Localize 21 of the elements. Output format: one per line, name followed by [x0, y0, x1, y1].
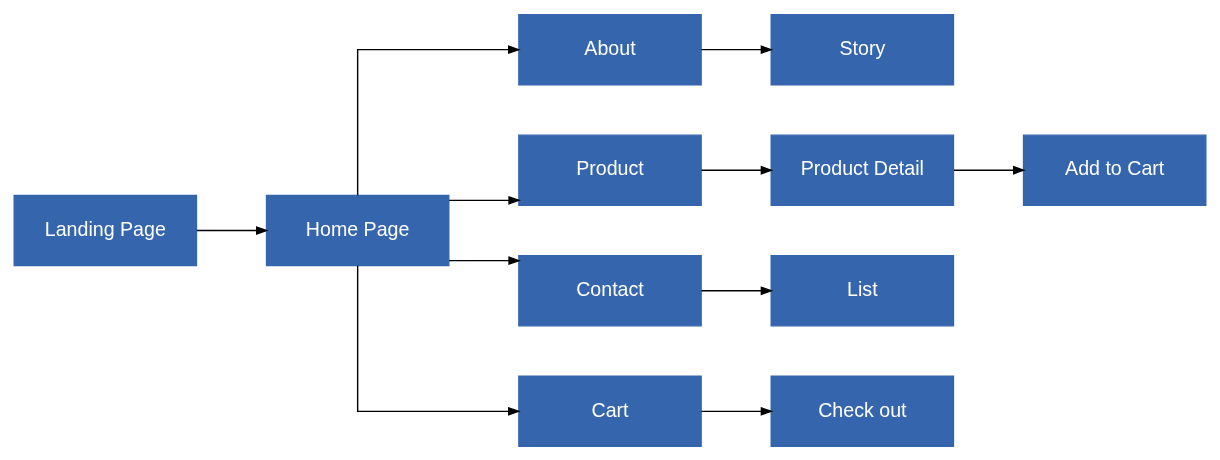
node-box: Product Detail [770, 133, 955, 206]
node-box: Check out [770, 375, 955, 447]
arrow [356, 44, 521, 196]
node-box: Home Page [265, 194, 450, 266]
arrow [700, 44, 774, 54]
node-box: List [770, 254, 955, 327]
arrow [700, 285, 774, 295]
node-box: About [518, 13, 702, 85]
node-box: Story [770, 13, 955, 85]
arrow [953, 165, 1026, 175]
node-box: Contact [518, 254, 702, 327]
node-box: Landing Page [13, 194, 198, 266]
arrow [356, 264, 521, 416]
node-box: Add to Cart [1022, 133, 1207, 206]
arrow [700, 165, 774, 175]
node-box: Product [518, 133, 702, 206]
arrow [448, 195, 521, 205]
arrow [700, 406, 774, 416]
node-box: Cart [518, 375, 702, 447]
arrow [196, 225, 269, 235]
arrow [448, 255, 521, 265]
